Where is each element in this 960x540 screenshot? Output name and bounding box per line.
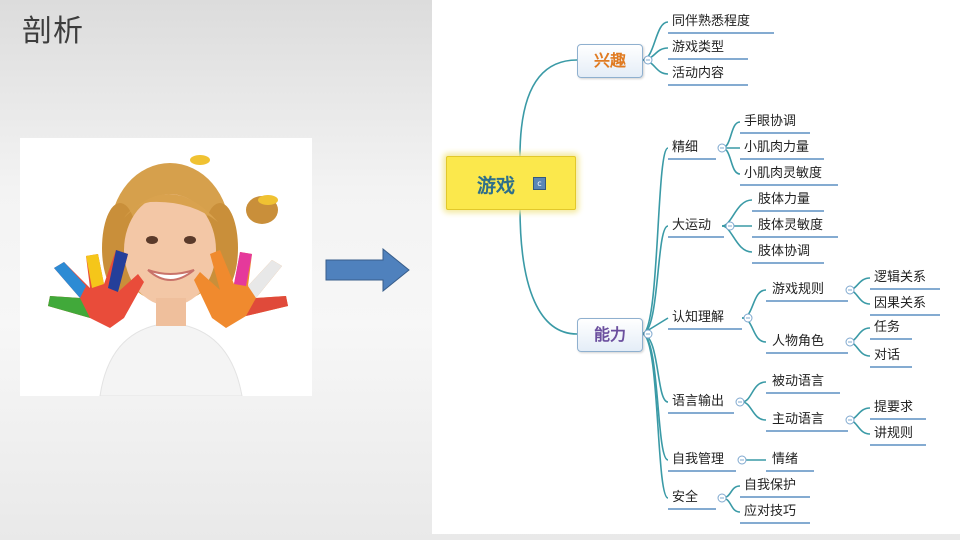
central-topic[interactable]: 游戏 c (446, 156, 576, 210)
subtopic-cognition[interactable]: 认知理解 (672, 310, 725, 325)
subtopic-safety[interactable]: 安全 (672, 490, 699, 505)
leaf-small-muscle-strength[interactable]: 小肌肉力量 (744, 140, 810, 155)
note-icon[interactable]: c (533, 177, 546, 190)
subtopic-game-type[interactable]: 游戏类型 (672, 40, 725, 55)
subtopic-peer-familiarity[interactable]: 同伴熟悉程度 (672, 14, 751, 29)
leaf-limb-coordination[interactable]: 肢体协调 (758, 244, 811, 259)
central-topic-label: 游戏 (477, 175, 516, 197)
leaf-cause-effect[interactable]: 因果关系 (874, 296, 927, 311)
leaf-limb-strength[interactable]: 肢体力量 (758, 192, 811, 207)
leaf-dialogue[interactable]: 对话 (874, 348, 901, 363)
leaf-explain-rules[interactable]: 讲规则 (874, 426, 914, 441)
right-arrow-icon (325, 248, 410, 292)
subtopic-self-management[interactable]: 自我管理 (672, 452, 725, 467)
leaf-emotion[interactable]: 情绪 (772, 452, 799, 467)
leaf-small-muscle-agility[interactable]: 小肌肉灵敏度 (744, 166, 823, 181)
leaf-coping-skills[interactable]: 应对技巧 (744, 504, 797, 519)
slide-title: 剖析 (22, 14, 84, 49)
subtopic-activity-content[interactable]: 活动内容 (672, 66, 725, 81)
child-photo (20, 138, 312, 396)
leaf-game-rules[interactable]: 游戏规则 (772, 282, 825, 297)
topic-interest[interactable]: 兴趣 (577, 44, 643, 78)
subtopic-fine-motor[interactable]: 精细 (672, 140, 699, 155)
subtopic-language-output[interactable]: 语言输出 (672, 394, 725, 409)
leaf-limb-agility[interactable]: 肢体灵敏度 (758, 218, 824, 233)
leaf-passive-language[interactable]: 被动语言 (772, 374, 825, 389)
leaf-task[interactable]: 任务 (874, 320, 901, 335)
leaf-active-language[interactable]: 主动语言 (772, 412, 825, 427)
subtopic-gross-motor[interactable]: 大运动 (672, 218, 712, 233)
topic-ability[interactable]: 能力 (577, 318, 643, 352)
leaf-character-roles[interactable]: 人物角色 (772, 334, 825, 349)
leaf-make-request[interactable]: 提要求 (874, 400, 914, 415)
leaf-hand-eye[interactable]: 手眼协调 (744, 114, 797, 129)
leaf-logic-relation[interactable]: 逻辑关系 (874, 270, 927, 285)
leaf-self-protection[interactable]: 自我保护 (744, 478, 797, 493)
